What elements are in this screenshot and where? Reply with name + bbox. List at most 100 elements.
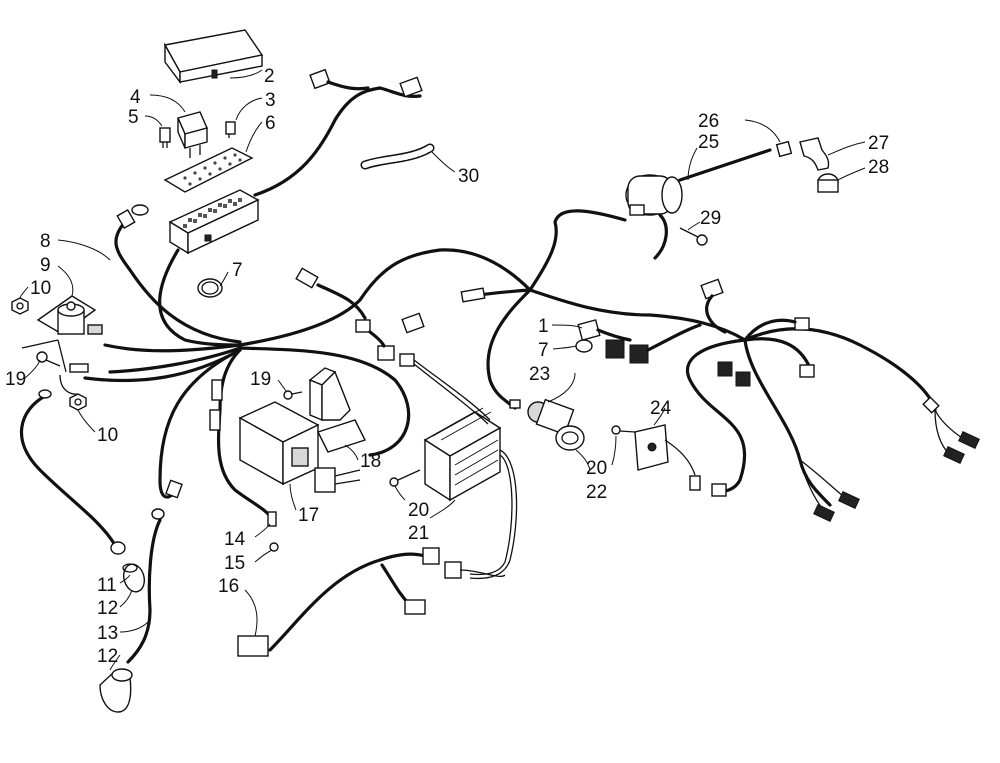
leader-27 [827,141,866,156]
callout-17: 17 [298,505,319,526]
callout-19-center: 19 [250,369,271,390]
leader-17 [289,483,297,511]
callout-11: 11 [97,575,117,596]
callout-7-right: 7 [538,340,549,361]
leader-11 [119,574,131,584]
callout-3: 3 [265,90,276,111]
sub-harness [237,547,506,657]
callout-30: 30 [458,166,479,187]
coil-screw [679,227,708,246]
leader-7a [219,271,229,287]
callout-10-bottom: 10 [97,425,118,446]
ignition-switch [509,398,585,451]
fuse-label-decal [163,147,254,193]
leader-20b [611,435,617,466]
screw-center [283,390,303,400]
harness-connector-block [577,319,702,364]
callout-9: 9 [40,255,51,276]
small-fuse-left [159,127,171,148]
leader-30 [431,151,456,173]
callout-21: 21 [408,523,429,544]
callout-4: 4 [130,87,141,108]
callout-13: 13 [97,623,118,644]
sensor-lead [209,379,277,527]
callout-24: 24 [650,398,672,419]
branch-connector [460,287,486,303]
callout-1: 1 [538,316,549,337]
sensor-nut [269,542,279,552]
voltage-regulator [399,353,518,580]
leader-15 [254,549,273,563]
callout-23: 23 [529,364,550,385]
leader-19b [277,379,288,393]
callout-15: 15 [224,553,245,574]
fuse-box [168,189,260,255]
leader-19a [24,359,41,379]
leader-29 [687,221,701,231]
leader-18 [344,444,359,461]
grommet-ring-top [197,278,223,298]
callout-8: 8 [40,231,51,252]
cdi-connector [314,467,361,493]
cdi-module [238,401,320,486]
callout-labels: 2 4 3 5 6 26 25 27 28 30 29 8 9 7 10 1 7… [5,66,889,667]
leader-7b [552,345,577,350]
nut-bottom [69,393,87,411]
leader-13 [119,621,149,633]
callout-18: 18 [360,451,381,472]
spark-plug-cap-seal [775,140,793,158]
leader-10a [19,286,29,299]
callout-6: 6 [265,113,276,134]
leader-4 [149,94,186,113]
conduit-hose [360,143,435,170]
callout-27: 27 [868,133,889,154]
leader-20a [394,485,406,501]
regulator-screw [389,469,421,487]
callout-20-center: 20 [408,500,429,521]
small-fuse-right [225,121,236,138]
leader-8 [57,239,111,261]
callout-7-top: 7 [232,260,243,281]
nut-top [11,297,29,315]
leader-21 [429,499,456,519]
leader-5 [144,115,163,127]
leader-1 [551,324,583,329]
leader-25 [687,147,698,181]
leader-6 [245,121,263,153]
relay [177,111,208,158]
callout-25: 25 [698,132,719,153]
leader-9 [57,265,74,297]
spark-plug-boot [817,173,839,193]
grommet-ring-right [575,339,593,353]
leader-23 [547,372,576,403]
right-connectors [700,278,815,387]
callout-28: 28 [868,157,889,178]
callout-12-lower: 12 [97,646,118,667]
callout-12-upper: 12 [97,598,118,619]
leader-14 [254,523,271,538]
callout-26: 26 [698,111,719,132]
callout-20-right: 20 [586,458,607,479]
center-connectors [295,267,425,361]
solenoid-terminals [21,339,89,395]
ignition-coil [625,148,772,260]
screw-left [36,351,61,367]
headlight-plugs-left [799,459,860,522]
fuse-box-cover [163,29,264,85]
battery-cable-negative [19,389,126,555]
callout-2: 2 [264,66,275,87]
leader-22 [575,449,591,471]
callout-19-left: 19 [5,369,26,390]
plate-screw [611,425,636,435]
indicator-plate [634,424,727,497]
leader-2 [229,69,263,79]
callout-29: 29 [700,208,721,229]
headlight-plugs-right [922,396,980,464]
leader-10b [77,409,96,433]
leader-24 [653,407,666,426]
callout-5: 5 [128,107,139,128]
terminal-boot-lower [99,668,133,713]
callout-10-top: 10 [30,278,51,299]
